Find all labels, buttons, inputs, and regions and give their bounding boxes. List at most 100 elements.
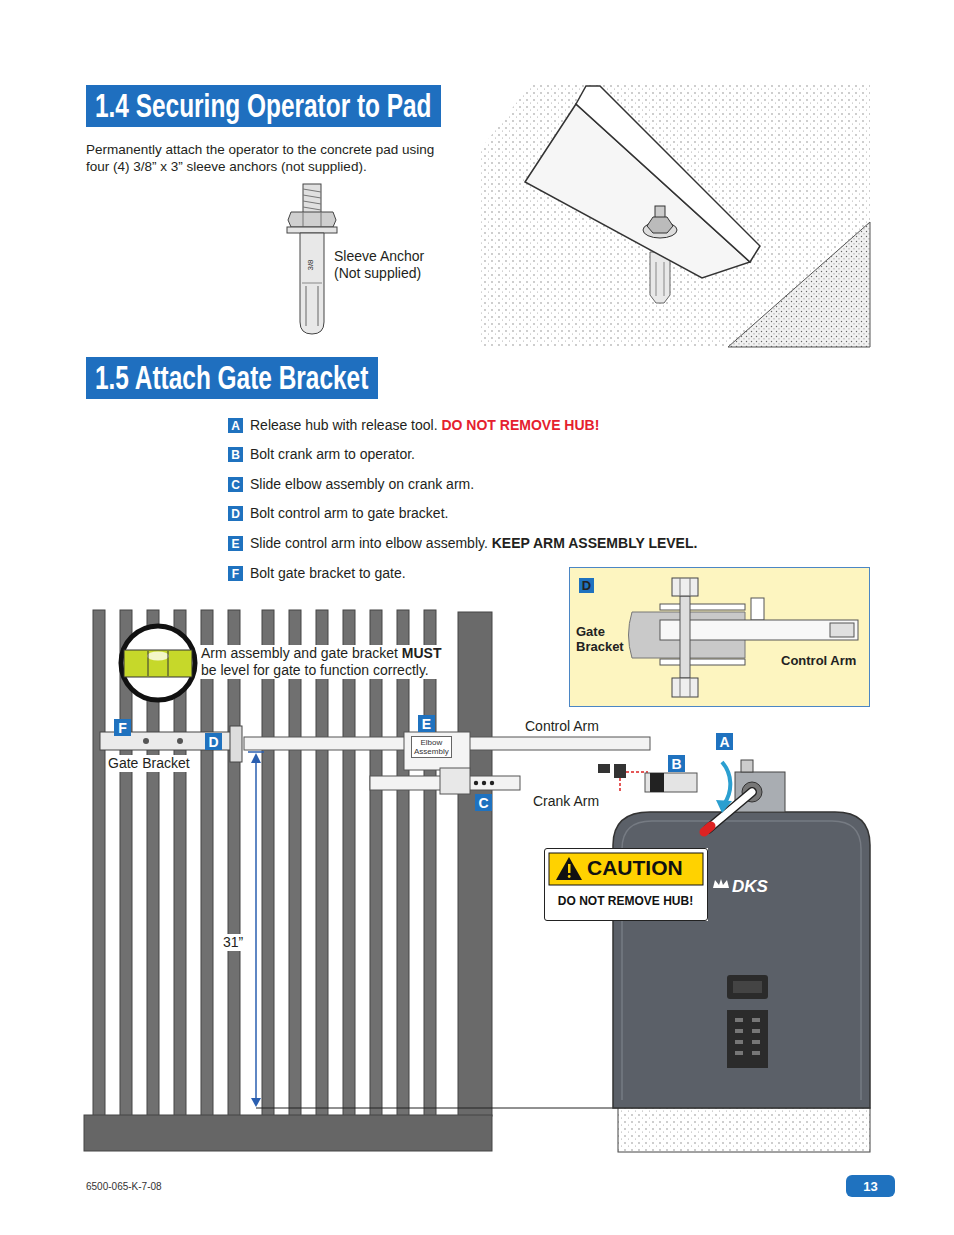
gate-fence — [316, 610, 328, 1116]
inset-panel — [690, 578, 691, 596]
operator-housing — [752, 1029, 760, 1033]
operator-housing — [735, 1040, 743, 1044]
part-name-group: Crank Arm — [533, 793, 599, 810]
gate-fence — [84, 610, 492, 1151]
section-heading: 1.4 Securing Operator to Pad — [86, 85, 441, 127]
level-note: Arm assembly and gate bracket — [201, 645, 398, 661]
inset-panel — [680, 678, 681, 697]
concrete-pad-illustration — [480, 85, 870, 347]
step-text-group: Release hub with release tool.DO NOT REM… — [250, 417, 599, 434]
arm-assembly — [143, 738, 149, 744]
brand-logo-group: DKS — [732, 877, 768, 897]
section-heading: 1.5 Attach Gate Bracket — [86, 357, 378, 399]
step-text: Bolt control arm to gate bracket. — [250, 505, 448, 521]
step-text: Bolt crank arm to operator. — [250, 446, 415, 462]
level-symbol — [121, 626, 195, 700]
step-text: Bolt gate bracket to gate. — [250, 565, 406, 581]
gate-fence — [370, 610, 382, 1116]
sleeve-anchor — [302, 283, 322, 284]
arm-assembly — [650, 773, 664, 792]
size-marking-group: 3/8 — [306, 259, 316, 270]
sleeve-anchor — [306, 286, 307, 326]
inset-panel — [830, 623, 854, 637]
step-letter: A — [228, 418, 243, 433]
inset-panel — [680, 596, 690, 678]
dimension: 31” — [223, 934, 243, 950]
inset-panel — [569, 567, 870, 707]
operator-housing — [752, 1040, 760, 1044]
callout-letter: B — [668, 755, 685, 772]
gate-fence — [458, 612, 492, 1116]
detail-inset-text: Control Arm — [781, 653, 856, 668]
gate-fence — [424, 610, 436, 1116]
step-letter: D — [579, 578, 594, 593]
operator-housing — [735, 1029, 743, 1033]
inset-panel — [660, 659, 745, 665]
concrete-pad-illustration — [647, 217, 673, 233]
arm-assembly — [474, 781, 478, 785]
arm-assembly — [598, 764, 610, 773]
page-number: 13 — [846, 1175, 895, 1197]
sleeve-anchor — [318, 286, 319, 326]
callout-letter: C — [475, 794, 492, 811]
step-text-group: Slide elbow assembly on crank arm. — [250, 476, 474, 493]
step-letter-text: B — [231, 448, 240, 462]
callout-letter-text: A — [719, 734, 729, 750]
gate-fence — [289, 610, 301, 1116]
inset-panel — [751, 598, 764, 620]
level-symbol — [121, 626, 195, 700]
operator-housing — [727, 975, 768, 999]
arm-assembly — [177, 738, 183, 744]
operator-housing — [735, 1051, 743, 1055]
sleeve-anchor — [303, 212, 304, 227]
operator-housing — [713, 879, 729, 888]
arm-assembly — [620, 772, 648, 792]
arm-assembly — [440, 768, 470, 794]
arm-assembly — [614, 764, 626, 778]
level-symbol — [148, 651, 149, 676]
sleeve-anchor — [288, 212, 336, 227]
step-letter: C — [228, 477, 243, 492]
step-letter-text: A — [231, 419, 240, 433]
inset-panel — [672, 578, 698, 596]
detail-inset: Gate BracketControl Arm D — [569, 567, 870, 707]
step-letter-text: D — [582, 578, 591, 593]
step-letter: B — [228, 447, 243, 462]
dimension-group: 31” — [221, 934, 245, 951]
level-symbol — [168, 651, 169, 676]
dimension-line — [248, 751, 264, 753]
detail-inset-text: Gate Bracket — [576, 624, 628, 654]
callout-letter-text: B — [671, 756, 681, 772]
concrete-pad-illustration — [576, 86, 760, 262]
step-letter: E — [228, 536, 243, 551]
callout-letter-text: F — [118, 720, 127, 736]
dimension-line — [256, 1108, 620, 1109]
inset-panel — [680, 578, 681, 596]
step-letter-text: C — [231, 478, 240, 492]
arm-assembly — [645, 773, 697, 792]
level-note-group: Arm assembly and gate bracketMUSTbe leve… — [199, 645, 443, 679]
operator-housing — [722, 762, 730, 804]
level-note: MUST — [402, 645, 442, 661]
section-heading-text: 1.5 Attach Gate Bracket — [95, 357, 368, 399]
operator-housing — [716, 800, 732, 813]
operator-housing — [613, 760, 870, 1152]
step-text: Slide elbow assembly on crank arm. — [250, 476, 474, 492]
operator-housing — [733, 981, 762, 993]
dimension-line — [255, 760, 257, 1100]
sleeve-anchor — [300, 233, 324, 334]
step-text: DO NOT REMOVE HUB! — [441, 417, 599, 433]
step-letter-text: F — [232, 567, 239, 581]
level-note: be level for gate to function correctly. — [201, 662, 441, 679]
part-name: Control Arm — [525, 718, 599, 734]
caution-label-text: CAUTION — [587, 853, 705, 883]
part-name: Sleeve Anchor (Not supplied) — [334, 248, 424, 281]
step-text-group: Bolt gate bracket to gate. — [250, 565, 406, 582]
part-name: Crank Arm — [533, 793, 599, 809]
part-box: Elbow Assembly — [411, 736, 452, 758]
caution-label: CAUTIONDO NOT REMOVE HUB! — [544, 848, 708, 921]
caution-sign — [556, 857, 582, 880]
gate-fence — [343, 610, 355, 1116]
callout-letter: F — [114, 719, 131, 736]
